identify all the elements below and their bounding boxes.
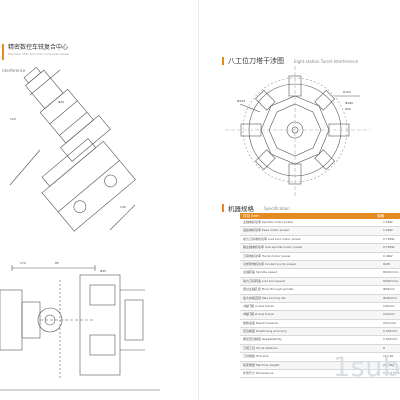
brand-title: 精密数控车铣复合中心	[8, 44, 69, 51]
spec-value: Φ26mm	[383, 287, 396, 292]
spindle-section-drawing: 170 85 Φ25	[0, 261, 160, 391]
spec-col-item: 项目 Item	[243, 214, 260, 218]
svg-text:Φ25: Φ25	[100, 269, 106, 273]
spec-value: 6000r/min	[383, 278, 399, 283]
spec-value: 2600kg	[383, 362, 395, 367]
table-row: 最大车削直径 Max turning dia. Φ160mm	[240, 294, 400, 303]
table-row: 副主轴电机功率 Sub spindle motor power 0.75KW	[240, 244, 400, 253]
table-row: 进给电机功率 Feed motor power 1.0KW	[240, 227, 400, 236]
section1-header: 八工位刀塔干涉图 Eight-station Turret Interferen…	[222, 56, 358, 66]
turret-assembly-drawing: 120 Φ45 140	[9, 66, 136, 232]
table-row: 主轴转速 Spindle speed 8000r/min	[240, 269, 400, 278]
spec-table-header: 项目 Item 规格 Specification	[240, 213, 400, 224]
spec-col-spec: 规格 Specification	[376, 214, 400, 224]
section1-title-en: Eight-station Turret Interference	[294, 58, 359, 64]
section2-title-en: Specification	[264, 205, 290, 211]
spec-table-body: 主轴电机功率 Spindle motor power 1.5KW 进给电机功率 Fe…	[240, 219, 400, 379]
section2-accent-bar	[222, 204, 224, 212]
spec-item: 最大车削直径 Max turning dia.	[243, 295, 287, 300]
eight-station-turret-drawing: Φ240 R120 Φ180 R90	[225, 66, 370, 196]
spec-item: 冷却泵电机功率 Coolant pump power	[243, 261, 297, 266]
spec-item: 刀塔工位 Turret stations	[243, 345, 278, 350]
spec-value: 150mm	[383, 312, 395, 317]
spec-value: 20m/min	[383, 320, 397, 325]
spec-item: 副主轴电机功率 Sub spindle motor power	[243, 245, 303, 250]
spec-value: 16×16	[383, 354, 394, 359]
svg-text:R90: R90	[345, 107, 351, 111]
spec-item: 主轴电机功率 Spindle motor power	[243, 220, 294, 224]
svg-text:Φ240: Φ240	[237, 99, 245, 103]
spec-value: 0.4KW	[383, 253, 393, 258]
spec-value: 90W	[383, 261, 390, 266]
svg-text:Φ180: Φ180	[345, 101, 353, 105]
table-row: 重复定位精度 Repeatability 0.003mm	[240, 336, 400, 345]
spec-value: 8000r/min	[383, 270, 399, 275]
section2-title: 机器规格	[228, 205, 254, 213]
svg-text:85: 85	[55, 261, 59, 265]
spec-item: 动力刀具转速 Live tool speed	[243, 278, 285, 283]
spec-value: 1.0KW	[383, 228, 393, 233]
table-row: 主轴电机功率 Spindle motor power 1.5KW	[240, 219, 400, 228]
spec-value: 140mm	[383, 303, 395, 308]
table-row: 快移速度 Rapid traverse 20m/min	[240, 320, 400, 329]
brand-header: 精密数控车铣复合中心 Precision CNC turn-mill compo…	[2, 44, 70, 60]
spec-item: X轴行程 X-axis travel	[243, 303, 274, 308]
spec-item: 刀具规格 Tool size	[243, 354, 269, 359]
table-row: 刀塔电机功率 Turret motor power 0.4KW	[240, 253, 400, 261]
table-row: 冷却泵电机功率 Coolant pump power 90W	[240, 260, 400, 270]
svg-text:170: 170	[20, 261, 26, 265]
left-section-subtitle: nterference	[2, 68, 26, 73]
table-row: 动力刀具转速 Live tool speed 6000r/min	[240, 277, 400, 287]
spec-value: 8	[383, 345, 385, 350]
section1-accent-bar	[222, 57, 224, 65]
table-row: 动力刀具电机功率 Live tool motor power 0.75KW	[240, 236, 400, 245]
spec-item: 机床重量 Machine weight	[243, 362, 280, 367]
table-row: 定位精度 Positioning accuracy 0.005mm	[240, 328, 400, 337]
spec-value: 0.005mm	[383, 329, 398, 334]
table-row: 机床重量 Machine weight 2600kg	[240, 361, 400, 371]
table-row: Z轴行程 Z-axis travel 150mm	[240, 311, 400, 320]
spec-item: Z轴行程 Z-axis travel	[243, 312, 274, 317]
spec-table: 项目 Item 规格 Specification 主轴电机功率 Spindle …	[240, 213, 400, 379]
spec-item: 重复定位精度 Repeatability	[243, 337, 282, 342]
table-row: 外形尺寸 Dimensions 1.8×1.5×1.7m	[240, 370, 400, 379]
spec-item: 通过主轴孔径 Bore through spindle	[243, 287, 294, 292]
brand-subtitle: Precision CNC turn-mill composite center	[8, 52, 70, 56]
table-row: 刀具规格 Tool size 16×16	[240, 353, 400, 362]
table-row: X轴行程 X-axis travel 140mm	[240, 303, 400, 312]
spec-value: 0.75KW	[383, 245, 395, 250]
page-fold-divider	[198, 0, 199, 400]
spec-item: 外形尺寸 Dimensions	[243, 371, 274, 376]
svg-text:140: 140	[120, 205, 126, 209]
table-row: 通过主轴孔径 Bore through spindle Φ26mm	[240, 286, 400, 295]
spec-value: 0.75KW	[383, 236, 395, 241]
table-row: 刀塔工位 Turret stations 8	[240, 344, 400, 354]
section2-header: 机器规格 Specification	[222, 203, 290, 213]
watermark-logo: 1sub	[333, 352, 400, 383]
spec-value: 1.5KW	[383, 220, 393, 224]
spec-value: 0.003mm	[383, 337, 398, 342]
svg-text:R120: R120	[343, 90, 351, 94]
svg-text:120: 120	[10, 117, 16, 121]
spec-item: 进给电机功率 Feed motor power	[243, 228, 290, 233]
spec-item: 动力刀具电机功率 Live tool motor power	[243, 236, 301, 241]
spec-item: 主轴转速 Spindle speed	[243, 270, 278, 275]
spec-item: 定位精度 Positioning accuracy	[243, 329, 287, 334]
spec-value: 1.8×1.5×1.7m	[383, 371, 400, 376]
spec-value: Φ160mm	[383, 295, 397, 300]
section1-title: 八工位刀塔干涉图	[228, 57, 284, 65]
svg-text:Φ45: Φ45	[58, 100, 64, 104]
spec-item: 刀塔电机功率 Turret motor power	[243, 253, 291, 258]
brand-accent-bar	[2, 44, 4, 60]
spec-item: 快移速度 Rapid traverse	[243, 320, 278, 325]
